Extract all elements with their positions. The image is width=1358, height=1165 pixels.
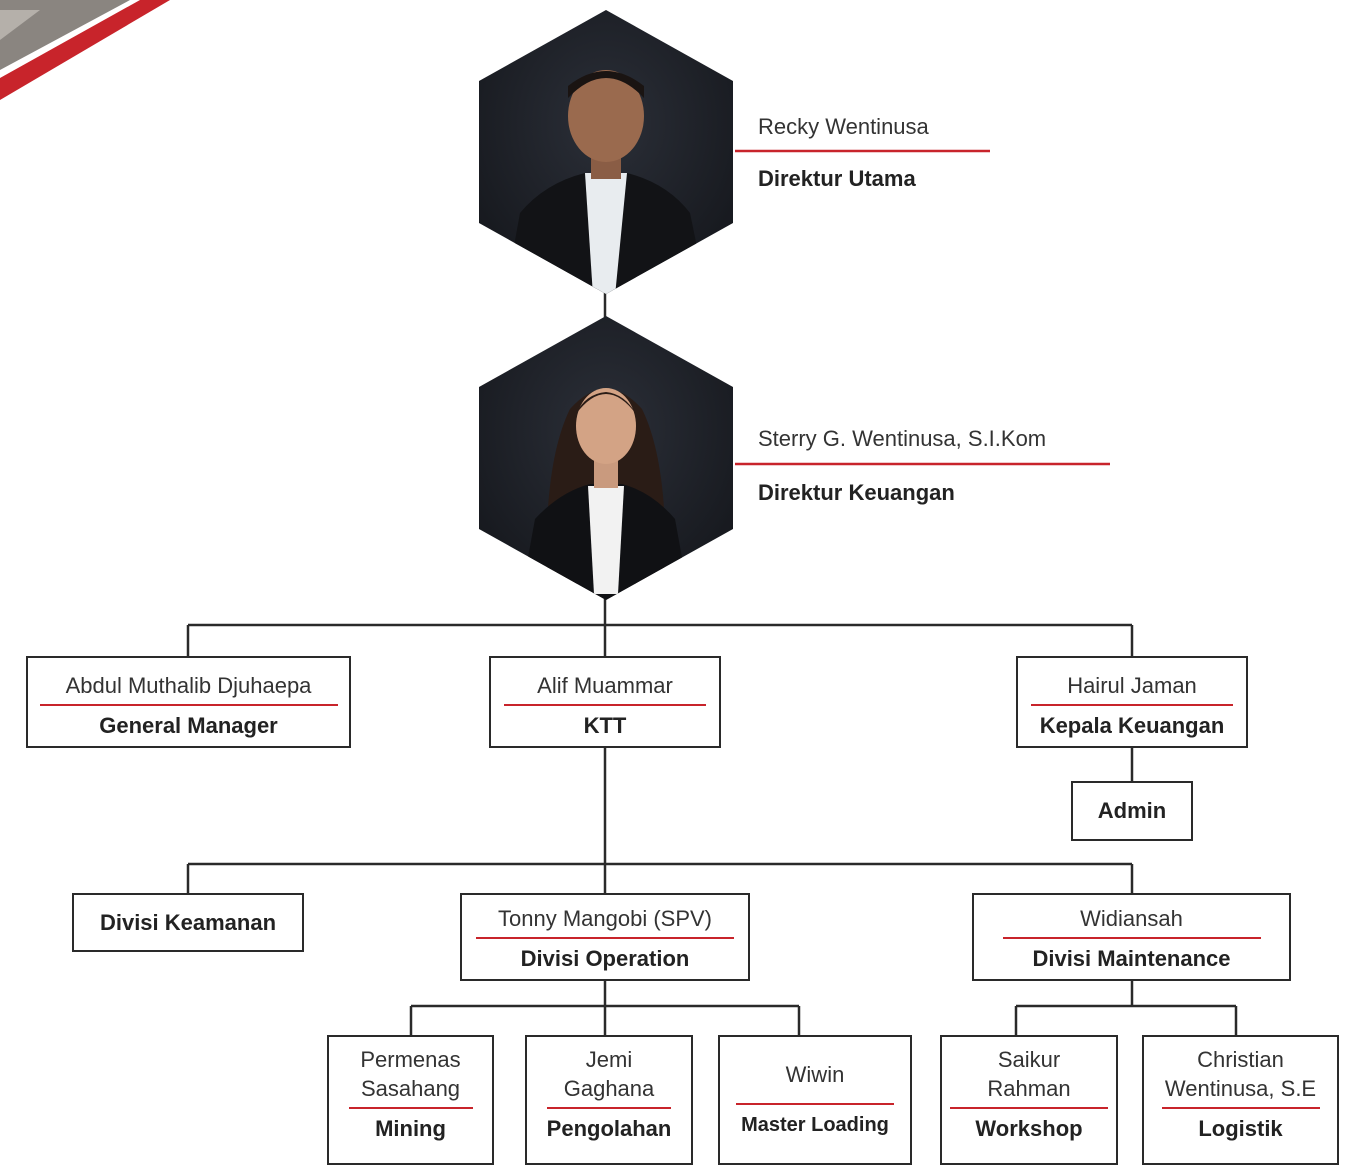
workshop-name-line1: Saikur [997,1047,1061,1072]
ktt-role: KTT [583,713,627,738]
box-kepala-keuangan: Hairul Jaman Kepala Keuangan [1016,656,1248,748]
loading-role: Master Loading [741,1114,889,1136]
admin-role: Admin [1097,798,1167,823]
keamanan-role: Divisi Keamanan [99,909,277,935]
box-logistik: Christian Wentinusa, S.E Logistik [1142,1035,1339,1165]
loading-name: Wiwin [785,1062,845,1087]
box-divisi-keamanan: Divisi Keamanan [72,893,304,952]
box-divisi-maintenance: Widiansah Divisi Maintenance [972,893,1291,981]
pengolahan-name-line1: Jemi [585,1047,633,1072]
operation-name: Tonny Mangobi (SPV) [498,906,712,931]
gm-role: General Manager [99,713,278,738]
gm-name: Abdul Muthalib Djuhaepa [65,673,312,698]
logistik-role: Logistik [1198,1116,1283,1141]
box-admin: Admin [1071,781,1193,841]
box-pengolahan: Jemi Gaghana Pengolahan [525,1035,693,1165]
pengolahan-role: Pengolahan [546,1116,672,1141]
mining-role: Mining [375,1116,446,1141]
director-role: Direktur Utama [758,166,916,191]
box-mining: Permenas Sasahang Mining [327,1035,494,1165]
maintenance-name: Widiansah [1080,906,1183,931]
maintenance-role: Divisi Maintenance [1032,946,1231,971]
operation-role: Divisi Operation [520,946,690,971]
box-general-manager: Abdul Muthalib Djuhaepa General Manager [26,656,351,748]
mining-name-line2: Sasahang [360,1076,461,1101]
workshop-name-line2: Rahman [987,1076,1071,1101]
workshop-role: Workshop [975,1116,1083,1141]
director-photo [479,10,733,294]
box-workshop: Saikur Rahman Workshop [940,1035,1118,1165]
ktt-name: Alif Muammar [537,673,673,698]
box-divisi-operation: Tonny Mangobi (SPV) Divisi Operation [460,893,750,981]
corner-decoration [0,0,170,100]
pengolahan-name-line2: Gaghana [563,1076,655,1101]
logistik-name-line1: Christian [1197,1047,1284,1072]
logistik-name-line2: Wentinusa, S.E [1164,1076,1317,1101]
mining-name-line1: Permenas [360,1047,461,1072]
finance-director-name: Sterry G. Wentinusa, S.I.Kom [758,426,1047,451]
director-name: Recky Wentinusa [758,114,929,139]
box-master-loading: Wiwin Master Loading [718,1035,912,1165]
finance-director-photo [479,316,733,600]
keuangan-role: Kepala Keuangan [1039,713,1225,738]
keuangan-name: Hairul Jaman [1067,673,1197,698]
box-ktt: Alif Muammar KTT [489,656,721,748]
finance-director-role: Direktur Keuangan [758,480,955,505]
